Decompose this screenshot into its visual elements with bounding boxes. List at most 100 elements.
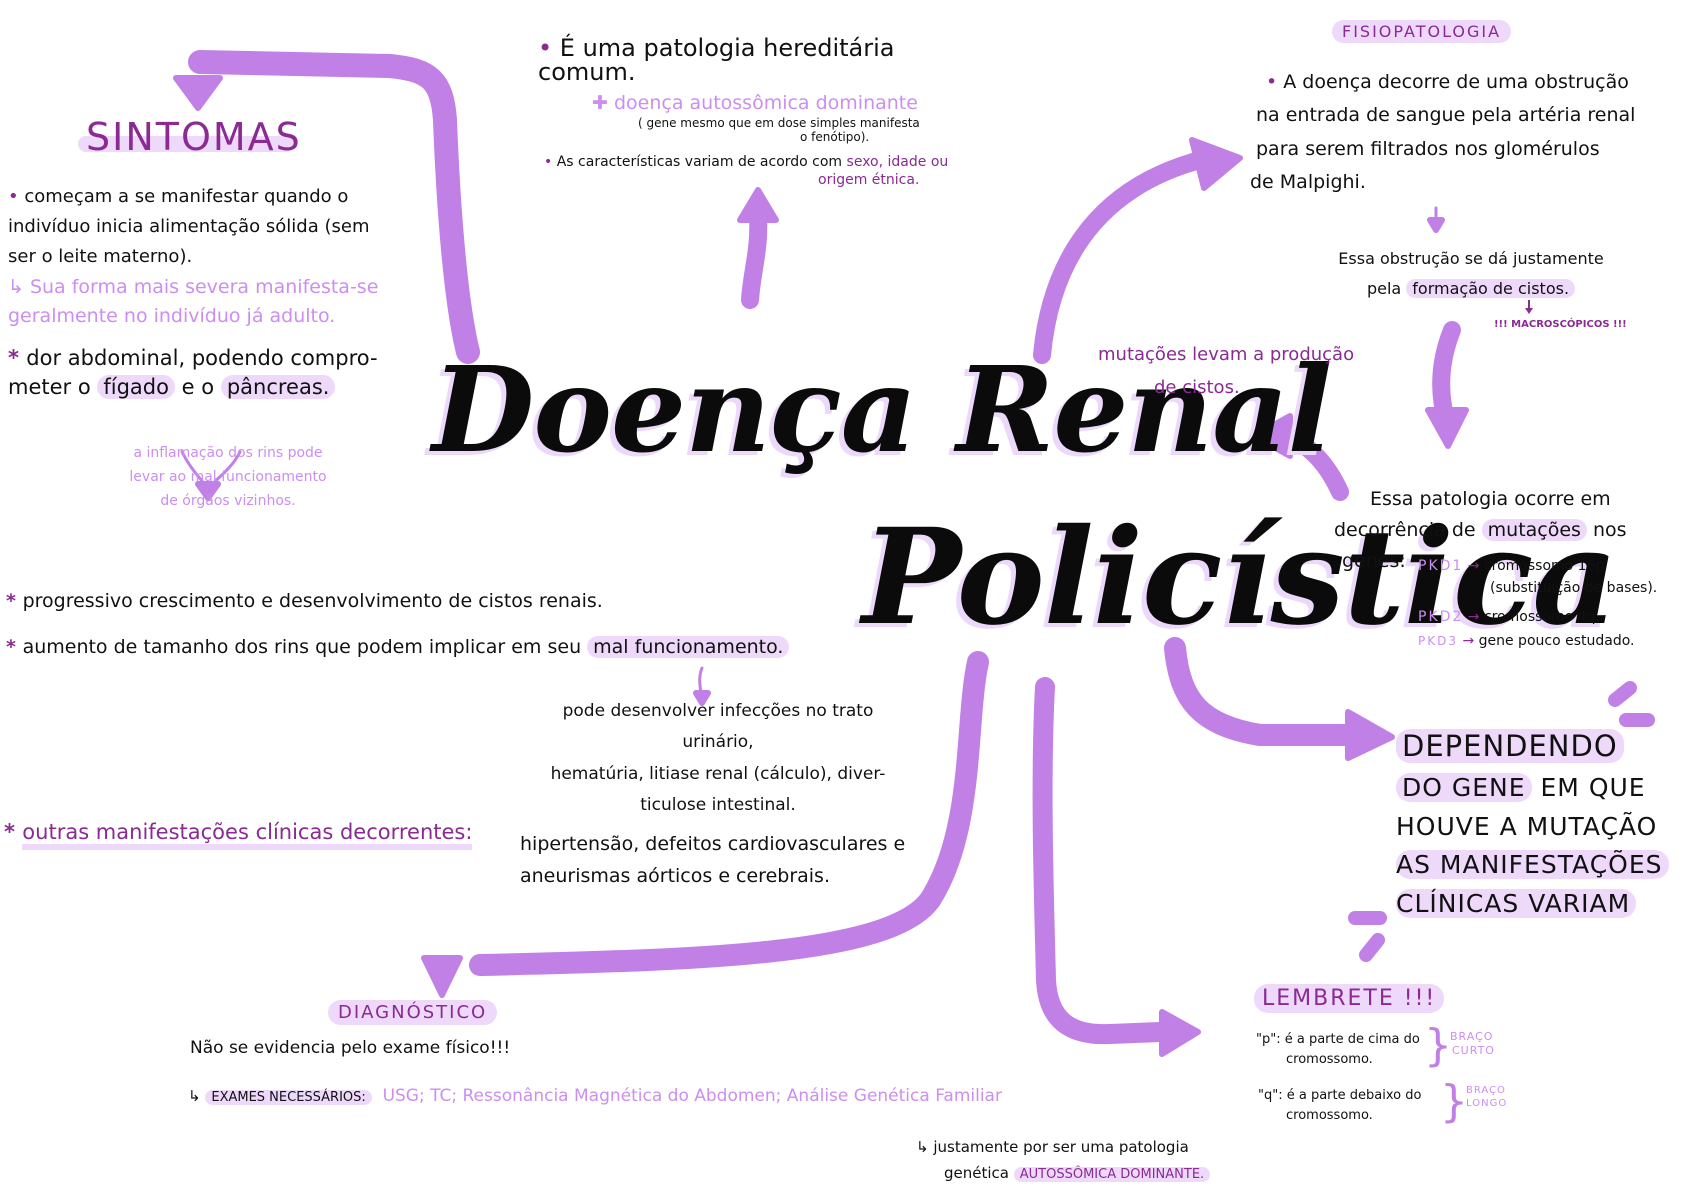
heading-highlight bbox=[78, 136, 294, 152]
dependendo-line-4: AS MANIFESTAÇÕES bbox=[1396, 850, 1669, 880]
heredity-bullet-1: É uma patologia hereditária comum. bbox=[538, 34, 895, 86]
gene-row: PKD3 → gene pouco estudado. bbox=[1418, 631, 1657, 653]
diagnostico-note-2: genética bbox=[944, 1164, 1009, 1183]
q-tag-1: BRAÇO bbox=[1466, 1085, 1506, 1096]
arrow-to-heredity bbox=[741, 206, 768, 309]
sintomas-item2-line1: dor abdominal, podendo compro- bbox=[26, 346, 378, 370]
fisio-cause-prefix: pela bbox=[1366, 279, 1402, 299]
dependendo-gene-highlight: DO GENE bbox=[1396, 772, 1532, 802]
asterisk-icon: * bbox=[8, 346, 27, 370]
gene-row: PKD2 → cromossomo 4q. bbox=[1418, 607, 1657, 629]
diagnostico-line1: Não se evidencia pelo exame físico!!! bbox=[190, 1038, 511, 1058]
plus-icon: ✚ bbox=[592, 92, 614, 114]
sintomas-item4: aumento de tamanho dos rins que podem im… bbox=[22, 636, 582, 658]
fisio-line-2: na entrada de sangue pela artéria renal bbox=[1256, 104, 1636, 127]
lembrete-q-2: cromossomo. bbox=[1286, 1108, 1373, 1124]
dependendo-line-5: CLÍNICAS VARIAM bbox=[1396, 889, 1637, 919]
arrow-to-lembrete bbox=[1032, 677, 1170, 1045]
gene-desc: cromossomo 4q. bbox=[1483, 609, 1600, 626]
bullet-dot: • bbox=[1266, 71, 1284, 93]
sintomas-item1-note1: ↳ Sua forma mais severa manifesta-se bbox=[8, 276, 379, 298]
other-manifestations-2: aneurismas aórticos e cerebrais. bbox=[520, 865, 830, 888]
dependendo-line-2: EM QUE bbox=[1540, 772, 1646, 802]
gene-row: PKD1 → cromossomo 16p bbox=[1418, 556, 1657, 578]
sintomas-item2-prefix: meter o bbox=[8, 375, 91, 399]
bullet-dot: • bbox=[538, 34, 560, 62]
fisio-line-4: de Malpighi. bbox=[1250, 170, 1366, 193]
gene-name: PKD2 bbox=[1418, 609, 1464, 626]
heredity-factors-2: origem étnica. bbox=[818, 172, 920, 188]
genes-list: PKD1 → cromossomo 16p (substituição de b… bbox=[1418, 556, 1657, 653]
exams-list: USG; TC; Ressonância Magnética do Abdome… bbox=[382, 1086, 1002, 1106]
fisiopatologia-heading: FISIOPATOLOGIA bbox=[1332, 20, 1512, 43]
organ-pancreas: pâncreas. bbox=[220, 375, 336, 399]
sintomas-item3: progressivo crescimento e desenvolviment… bbox=[22, 590, 603, 612]
dependendo-line-3: HOUVE A MUTAÇÃO bbox=[1396, 811, 1658, 841]
sintomas-section: SINTOMAS • começam a se manifestar quand… bbox=[8, 118, 478, 513]
arrow-head-diagnostico bbox=[421, 955, 463, 998]
corner-arrow-icon: ↳ bbox=[188, 1087, 201, 1105]
mutations-note-1: mutações levam a produção bbox=[1098, 344, 1355, 365]
macroscopic-note: !!! MACROSCÓPICOS !!! bbox=[1494, 319, 1627, 330]
bullet-dot: • bbox=[544, 154, 557, 170]
dependendo-block: DEPENDENDO DO GENE EM QUE HOUVE A MUTAÇÃ… bbox=[1396, 724, 1669, 924]
arrow-head-sintomas bbox=[173, 75, 223, 111]
q-tag-2: LONGO bbox=[1466, 1098, 1508, 1109]
cyst-formation-highlight: formação de cistos. bbox=[1406, 279, 1576, 299]
brace-icon: } bbox=[1424, 1020, 1452, 1071]
diagnostico-note-1: ↳ justamente por ser uma patologia bbox=[916, 1138, 1189, 1156]
sintomas-heading: SINTOMAS bbox=[86, 115, 302, 159]
arrow-head-dependendo bbox=[1345, 709, 1395, 761]
arrow-to-fisiopatologia bbox=[1033, 151, 1209, 364]
other-manifestations-1: hipertensão, defeitos cardiovasculares e bbox=[520, 833, 906, 855]
heredity-factors-1: sexo, idade ou bbox=[846, 154, 949, 170]
deco-dash-1 bbox=[1608, 681, 1637, 707]
sintomas-item1-note2: geralmente no indivíduo já adulto. bbox=[8, 305, 336, 327]
gene-name: PKD1 bbox=[1418, 558, 1464, 574]
genetics-line-2-suffix: nos bbox=[1593, 519, 1627, 542]
gene-extra: (substituição de bases). bbox=[1490, 579, 1658, 596]
p-tag-2: CURTO bbox=[1452, 1044, 1495, 1058]
bullet-dot: • bbox=[8, 186, 25, 207]
malfunc-note-3: ticulose intestinal. bbox=[640, 795, 796, 816]
lembrete-p-1: "p": é a parte de cima do bbox=[1256, 1032, 1420, 1047]
organ-liver: fígado bbox=[97, 375, 175, 399]
heredity-section: • É uma patologia hereditária comum. ✚ d… bbox=[538, 36, 978, 187]
asterisk-icon: * bbox=[6, 636, 23, 658]
organs-note-3: de órgãos vizinhos. bbox=[160, 492, 296, 509]
small-arrow-icon bbox=[1525, 300, 1533, 314]
arrow-head-heredity bbox=[737, 187, 779, 223]
fisio-line-3: para serem filtrados nos glomérulos bbox=[1256, 137, 1600, 160]
mutations-note-2: de cistos. bbox=[1154, 377, 1240, 399]
genetics-line-1: Essa patologia ocorre em bbox=[1370, 488, 1611, 510]
heredity-sub-note-2: o fenótipo). bbox=[800, 130, 870, 144]
fisio-cause-1: Essa obstrução se dá justamente bbox=[1338, 249, 1604, 268]
gene-name: PKD3 bbox=[1418, 634, 1458, 649]
malfunction-highlight: mal funcionamento. bbox=[587, 636, 790, 658]
arrow-head-fisio-small bbox=[1427, 217, 1445, 233]
arrow-malfunc-down bbox=[698, 666, 704, 698]
organs-note-2: levar ao mal funcionamento bbox=[129, 468, 327, 485]
title-line-1: Doença Renal bbox=[432, 340, 1333, 479]
autosomal-dominant-highlight: AUTOSSÔMICA DOMINANTE. bbox=[1013, 1167, 1211, 1183]
p-tag-1: BRAÇO bbox=[1450, 1030, 1494, 1043]
arrow-to-dependendo bbox=[1164, 637, 1361, 746]
gene-arrow-icon: → bbox=[1462, 633, 1475, 650]
lembrete-p-2: cromossomo. bbox=[1286, 1052, 1373, 1068]
arrow-head-lembrete bbox=[1159, 1009, 1201, 1057]
lembrete-heading: LEMBRETE !!! bbox=[1254, 984, 1445, 1013]
gene-arrow-icon: → bbox=[1467, 609, 1480, 626]
arrow-head-fisio-down bbox=[1425, 407, 1469, 449]
lembrete-q-1: "q": é a parte debaixo do bbox=[1258, 1088, 1422, 1103]
heredity-bullet-2: As características variam de acordo com bbox=[556, 154, 843, 170]
brace-icon: } bbox=[1440, 1076, 1468, 1127]
other-manifestations-label: outras manifestações clínicas decorrente… bbox=[22, 820, 473, 850]
diagnostico-heading: DIAGNÓSTICO bbox=[328, 1000, 498, 1025]
malfunc-note-2: hematúria, litiase renal (cálculo), dive… bbox=[550, 763, 886, 784]
arrow-head-fisiopatologia bbox=[1189, 137, 1243, 191]
asterisk-icon: * bbox=[4, 820, 23, 844]
sintomas-item1-line3: ser o leite materno). bbox=[8, 246, 193, 267]
mutations-highlight: mutações bbox=[1481, 519, 1587, 542]
gene-arrow-icon: → bbox=[1467, 558, 1480, 574]
exams-label: EXAMES NECESSÁRIOS: bbox=[205, 1090, 372, 1105]
